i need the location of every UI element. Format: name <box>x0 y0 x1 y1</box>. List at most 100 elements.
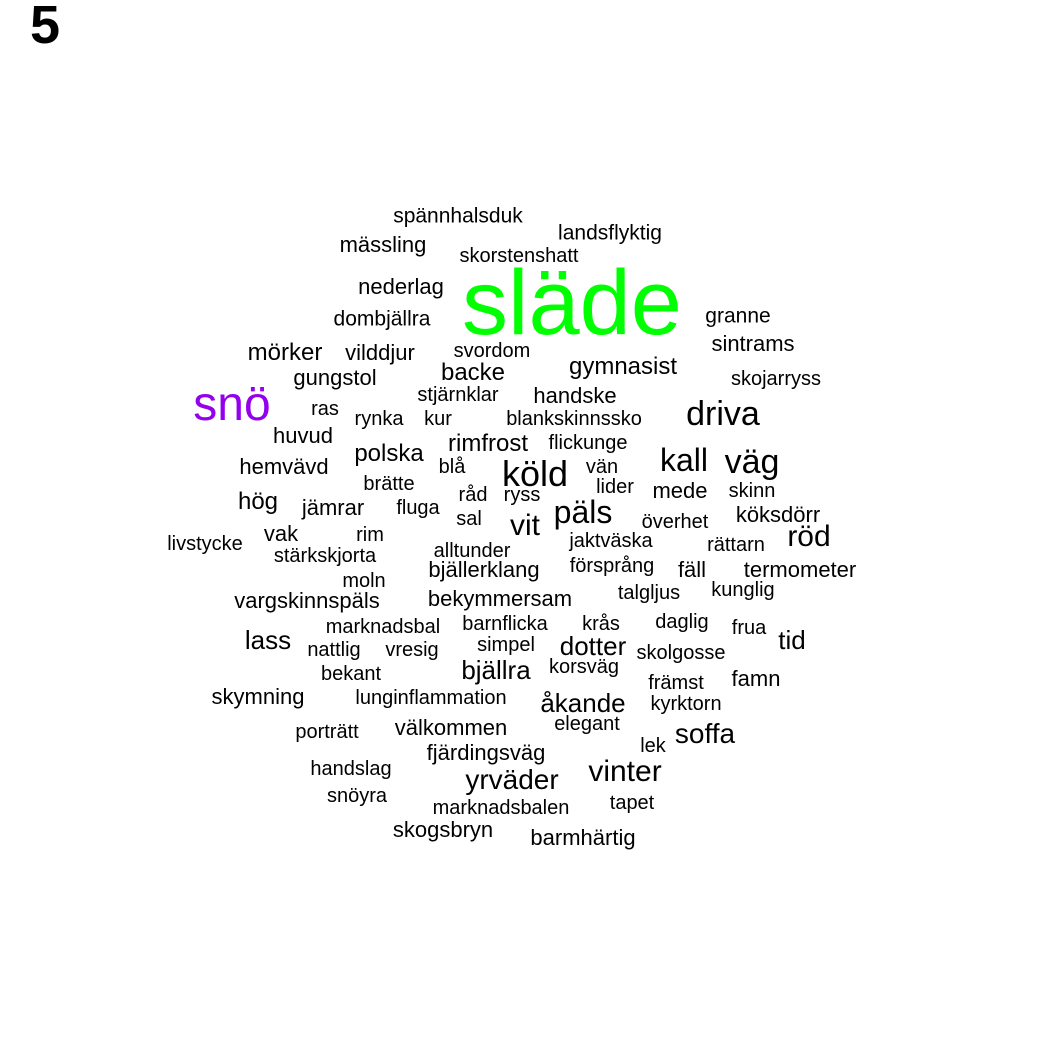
word-rimfrost: rimfrost <box>448 430 528 457</box>
word-simpel: simpel <box>477 634 535 656</box>
word-rattarn: rättarn <box>707 534 765 556</box>
word-kyrktorn: kyrktorn <box>650 693 722 715</box>
word-rod: röd <box>787 520 831 553</box>
word-polska: polska <box>354 440 424 467</box>
word-livstycke: livstycke <box>167 533 243 555</box>
word-stjarnklar: stjärnklar <box>417 384 499 406</box>
word-overhet: överhet <box>641 511 709 533</box>
word-vag: väg <box>724 443 780 481</box>
word-starkskjorta: stärkskjorta <box>273 545 377 567</box>
word-gungstol: gungstol <box>293 365 377 390</box>
word-vresig: vresig <box>385 639 439 661</box>
word-huvud: huvud <box>273 423 333 448</box>
word-talgljus: talgljus <box>617 582 681 604</box>
word-alltunder: alltunder <box>433 540 511 562</box>
word-dombjallra: dombjällra <box>333 307 431 331</box>
word-fluga: fluga <box>396 497 440 519</box>
word-jaktvaska: jaktväska <box>569 530 653 552</box>
word-bla: blå <box>438 456 466 478</box>
word-skolgosse: skolgosse <box>636 642 726 664</box>
word-tapet: tapet <box>609 792 655 814</box>
word-vinter: vinter <box>588 755 662 788</box>
word-barmhartig: barmhärtig <box>530 825 636 850</box>
word-vak: vak <box>263 521 299 546</box>
word-famn: famn <box>731 666 781 691</box>
word-sno: snö <box>193 378 271 431</box>
word-massling: mässling <box>339 232 427 257</box>
word-gymnasist: gymnasist <box>568 353 678 380</box>
word-lider: lider <box>596 476 634 498</box>
word-tid: tid <box>778 625 806 655</box>
word-kras: krås <box>582 613 620 635</box>
word-moln: moln <box>342 570 386 592</box>
word-flickunge: flickunge <box>548 432 628 454</box>
word-bratte: brätte <box>363 473 415 495</box>
word-valkommen: välkommen <box>394 715 508 740</box>
word-sal: sal <box>456 508 482 530</box>
word-backe: backe <box>440 359 506 386</box>
word-fjardingsvag: fjärdingsväg <box>426 740 546 765</box>
word-jamrar: jämrar <box>301 495 365 520</box>
word-kunglig: kunglig <box>711 579 775 601</box>
word-barnflicka: barnflicka <box>462 613 548 635</box>
word-portratt: porträtt <box>295 721 359 743</box>
word-bjallerklang: bjällerklang <box>428 557 540 582</box>
word-bekymmersam: bekymmersam <box>427 586 573 611</box>
word-frua: frua <box>731 617 767 639</box>
word-bjallra: bjällra <box>461 655 531 685</box>
word-nederlag: nederlag <box>358 274 444 299</box>
word-kall: kall <box>659 442 709 478</box>
panel-number-label: 5 <box>30 0 61 55</box>
word-skinn: skinn <box>728 480 776 502</box>
word-termometer: termometer <box>743 557 857 582</box>
word-marknadsbal: marknadsbal <box>325 616 441 638</box>
word-fall: fäll <box>677 557 707 582</box>
word-morker: mörker <box>247 339 323 366</box>
word-soffa: soffa <box>674 718 736 749</box>
word-lunginflammation: lunginflammation <box>355 687 507 709</box>
word-skojarryss: skojarryss <box>730 368 822 390</box>
word-vilddjur: vilddjur <box>345 340 415 365</box>
word-vit: vit <box>510 509 540 542</box>
word-vargskinnspals: vargskinnspäls <box>234 588 380 613</box>
word-lek: lek <box>640 735 666 757</box>
word-lass: lass <box>244 625 292 655</box>
word-kold: köld <box>501 453 569 494</box>
word-korsvag: korsväg <box>548 656 620 678</box>
word-bekant: bekant <box>320 663 382 685</box>
word-pals: päls <box>553 494 613 530</box>
word-granne: granne <box>705 304 771 328</box>
word-ryss: ryss <box>503 484 541 506</box>
word-rim: rim <box>356 524 384 546</box>
word-rynka: rynka <box>354 408 404 430</box>
word-driva: driva <box>686 395 760 433</box>
word-skogsbryn: skogsbryn <box>392 817 494 842</box>
word-svordom: svordom <box>453 340 531 362</box>
word-van: vän <box>585 456 619 478</box>
word-forsprang: försprång <box>569 555 655 577</box>
word-skorstenshatt: skorstenshatt <box>459 245 579 267</box>
word-slade: släde <box>462 252 682 354</box>
word-hog: hög <box>237 488 279 515</box>
word-kur: kur <box>424 408 452 430</box>
word-sintrams: sintrams <box>711 331 795 356</box>
word-rad: råd <box>458 484 488 506</box>
word-nattlig: nattlig <box>307 639 361 661</box>
word-skymning: skymning <box>211 684 305 709</box>
word-ras: ras <box>311 398 339 420</box>
word-mede: mede <box>652 478 708 503</box>
word-koksdorr: köksdörr <box>735 502 821 527</box>
word-hemvavd: hemvävd <box>239 454 329 479</box>
word-snoyra: snöyra <box>326 785 388 807</box>
word-dotter: dotter <box>559 631 627 661</box>
word-handske: handske <box>533 383 617 408</box>
word-marknadsbalen: marknadsbalen <box>432 797 570 819</box>
word-akande: åkande <box>540 688 626 718</box>
word-elegant: elegant <box>554 713 620 735</box>
word-landsflyktig: landsflyktig <box>558 221 662 245</box>
word-blankskinnssko: blankskinnssko <box>506 408 642 430</box>
word-yrvader: yrväder <box>465 764 559 795</box>
word-spannhalsduk: spännhalsduk <box>393 204 523 228</box>
word-handslag: handslag <box>310 758 392 780</box>
